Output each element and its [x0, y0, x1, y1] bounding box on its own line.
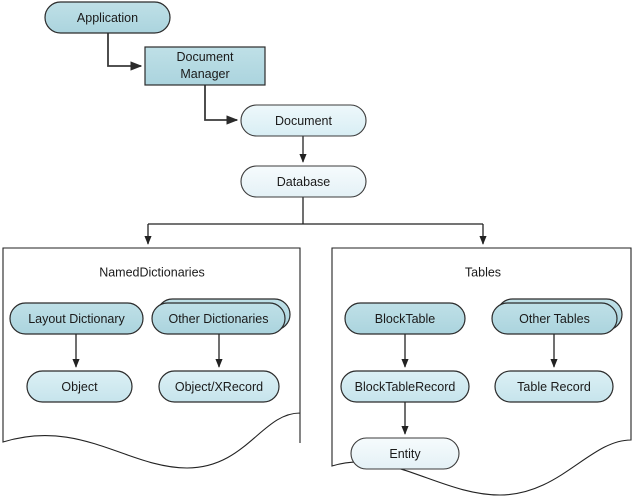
node-document-shape[interactable] [240, 104, 367, 137]
connector-application-to-document-manager [107, 33, 143, 71]
node-object-xrecord-shape[interactable] [158, 370, 280, 403]
node-blocktable-shape[interactable] [344, 302, 466, 335]
panel-named-dictionaries: NamedDictionaries [2, 247, 301, 469]
node-entity-shape[interactable] [350, 437, 460, 470]
panel-named-dictionaries-outline [2, 247, 301, 469]
node-other-dictionaries-shape[interactable] [151, 302, 286, 335]
node-document-manager[interactable]: Document Manager [144, 46, 266, 86]
node-document[interactable]: Document [240, 104, 367, 137]
node-table-record[interactable]: Table Record [494, 370, 614, 403]
node-entity[interactable]: Entity [350, 437, 460, 470]
connector-document-manager-to-document [204, 85, 239, 125]
node-object-xrecord[interactable]: Object/XRecord [158, 370, 280, 403]
node-database[interactable]: Database [240, 165, 367, 198]
node-application[interactable]: Application [44, 1, 171, 34]
node-blocktable[interactable]: BlockTable [344, 302, 466, 335]
node-blocktablerecord-shape[interactable] [340, 370, 470, 403]
node-layout-dictionary-shape[interactable] [9, 302, 144, 335]
node-object[interactable]: Object [26, 370, 133, 403]
node-other-tables-shape[interactable] [491, 302, 618, 335]
node-table-record-shape[interactable] [494, 370, 614, 403]
node-object-shape[interactable] [26, 370, 133, 403]
connector-database-to-panels [144, 197, 487, 245]
node-other-tables[interactable]: Other Tables [491, 298, 623, 335]
node-document-manager-shape[interactable] [144, 46, 266, 86]
node-blocktablerecord[interactable]: BlockTableRecord [340, 370, 470, 403]
node-application-shape[interactable] [44, 1, 171, 34]
node-other-dictionaries[interactable]: Other Dictionaries [151, 298, 291, 335]
node-database-shape[interactable] [240, 165, 367, 198]
node-layout-dictionary[interactable]: Layout Dictionary [9, 302, 144, 335]
